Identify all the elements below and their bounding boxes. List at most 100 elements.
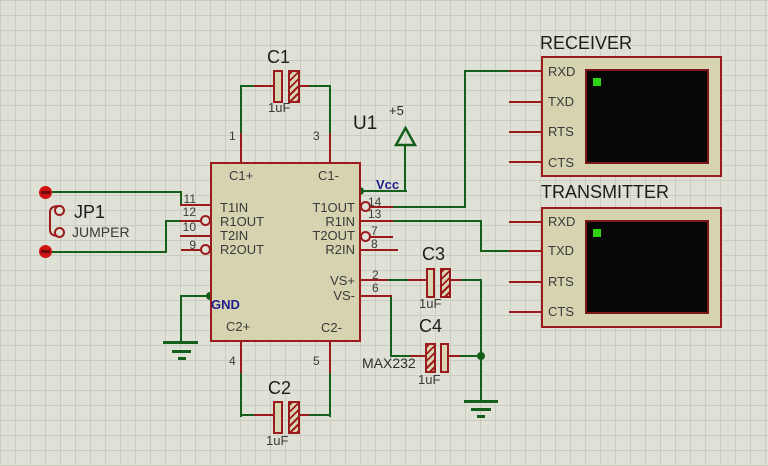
pin-5[interactable] [329, 342, 331, 373]
jumper-terminal-bottom[interactable] [39, 245, 52, 258]
wire-c2-left-h[interactable] [240, 414, 257, 416]
wire-c2-right-v[interactable] [329, 371, 331, 417]
capacitor-c3-plus-plate[interactable] [426, 268, 435, 298]
wire-c1-right-v[interactable] [329, 85, 331, 134]
jumper-ref[interactable]: JP1 [74, 202, 106, 222]
wire-c4-left-h[interactable] [390, 355, 412, 357]
wire-jp1-bottom-v[interactable] [165, 221, 167, 253]
pin-number-4: 4 [229, 354, 236, 368]
wire-c3-right-h[interactable] [459, 279, 482, 281]
capacitor-c3-value[interactable]: 1uF [419, 296, 442, 311]
capacitor-c2-ref[interactable]: C2 [268, 378, 292, 398]
wire-c2-right-h[interactable] [306, 414, 331, 416]
pin-number-8: 8 [371, 237, 378, 251]
wire-c4-right-h[interactable] [458, 355, 482, 357]
pin-transmitter-rxd[interactable] [509, 221, 542, 223]
pin-transmitter-rts[interactable] [509, 281, 542, 283]
transmitter-screen [585, 220, 709, 314]
capacitor-c2-minus-plate[interactable] [288, 401, 300, 434]
pin-6[interactable] [360, 295, 392, 297]
wire-jp1-top-v[interactable] [180, 191, 182, 206]
wire-gnd-h[interactable] [181, 295, 212, 297]
wire-to-pin12[interactable] [165, 220, 182, 222]
pin-receiver-cts[interactable] [509, 161, 542, 163]
pin-stub-c2-left[interactable] [254, 414, 274, 416]
pin-stub-c3-left[interactable] [408, 279, 427, 281]
pin-stub-c3-right[interactable] [449, 279, 461, 281]
pin-12[interactable] [180, 220, 201, 222]
pin-receiver-rxd[interactable] [509, 70, 542, 72]
wire-pin13-h[interactable] [392, 220, 482, 222]
junction-ground-node [477, 352, 485, 360]
wire-pin14-h[interactable] [392, 206, 466, 208]
capacitor-c1-ref[interactable]: C1 [267, 47, 291, 67]
receiver-title[interactable]: RECEIVER [540, 33, 633, 53]
wire-rxd-v[interactable] [464, 71, 466, 208]
wire-ground2-v[interactable] [480, 356, 482, 402]
wire-jp1-bottom-h[interactable] [49, 251, 167, 253]
pin-stub-c1-left[interactable] [254, 85, 274, 87]
pin-stub-c2-right[interactable] [299, 414, 309, 416]
wire-c1-left-v[interactable] [240, 85, 242, 134]
ic-value-label[interactable]: MAX232 [362, 355, 416, 371]
capacitor-c1-plus-plate[interactable] [273, 70, 283, 103]
wire-c1-right-h[interactable] [306, 85, 331, 87]
pin-1[interactable] [240, 133, 242, 163]
pin-4[interactable] [240, 342, 242, 373]
pin-2[interactable] [360, 279, 388, 281]
capacitor-c4-plus-plate[interactable] [440, 343, 449, 373]
pin-receiver-txd[interactable] [509, 101, 542, 103]
pin-11[interactable] [180, 204, 210, 206]
pin-14[interactable] [369, 206, 393, 208]
transmitter-title[interactable]: TRANSMITTER [541, 182, 669, 202]
capacitor-c4-minus-plate[interactable] [425, 343, 436, 373]
capacitor-c2-value[interactable]: 1uF [266, 433, 289, 448]
wire-jp1-top-h[interactable] [49, 191, 182, 193]
ic-ref-label[interactable]: U1 [353, 113, 378, 134]
pin-stub-c4-left[interactable] [410, 355, 426, 357]
capacitor-c4-value[interactable]: 1uF [418, 372, 441, 387]
wire-vcc-stem[interactable] [404, 146, 406, 192]
wire-txd-h[interactable] [480, 250, 511, 252]
receiver-pin-txd: TXD [548, 94, 574, 109]
jumper-value[interactable]: JUMPER [72, 224, 130, 240]
capacitor-c4-ref[interactable]: C4 [419, 316, 443, 336]
capacitor-c1-minus-plate[interactable] [288, 70, 300, 103]
ic-pin-name-vsplus: VS+ [330, 273, 355, 288]
wire-c3-down-v[interactable] [480, 279, 482, 358]
pin-7[interactable] [369, 236, 393, 238]
capacitor-c1-value[interactable]: 1uF [268, 100, 291, 115]
capacitor-c3-ref[interactable]: C3 [422, 244, 446, 264]
wire-vsminus-v[interactable] [390, 295, 392, 357]
wire-vcc-h[interactable] [360, 190, 407, 192]
capacitor-c2-plus-plate[interactable] [273, 401, 283, 434]
pin-9[interactable] [181, 249, 201, 251]
jumper-pin-top[interactable] [54, 205, 65, 216]
ground-bar-icon [471, 408, 491, 411]
pin-number-5: 5 [313, 354, 320, 368]
wire-rxd-h[interactable] [464, 70, 511, 72]
power-arrow-icon[interactable] [394, 126, 417, 147]
capacitor-c3-minus-plate[interactable] [440, 268, 451, 298]
pin-transmitter-cts[interactable] [509, 311, 542, 313]
wire-vsplus-h[interactable] [386, 279, 410, 281]
pin-stub-c4-right[interactable] [447, 355, 460, 357]
pin-stub-c1-right[interactable] [299, 85, 309, 87]
pin-3[interactable] [329, 133, 331, 163]
pin-transmitter-txd[interactable] [509, 250, 542, 252]
pin-receiver-rts[interactable] [509, 131, 542, 133]
pin-10[interactable] [180, 235, 210, 237]
receiver-pin-cts: CTS [548, 155, 574, 170]
ic-max232-body[interactable] [210, 162, 361, 342]
wire-gnd-v[interactable] [180, 295, 182, 343]
pin-13[interactable] [360, 220, 393, 222]
jumper-pin-bottom[interactable] [54, 227, 65, 238]
pin-8[interactable] [360, 249, 398, 251]
wire-c2-left-v[interactable] [240, 371, 242, 417]
wire-c1-left-h[interactable] [240, 85, 257, 87]
pin-number-12: 12 [182, 205, 196, 219]
jumper-terminal-top[interactable] [39, 186, 52, 199]
wire-txd-v[interactable] [480, 220, 482, 252]
ic-pin-name-r1out: R1OUT [220, 214, 265, 229]
